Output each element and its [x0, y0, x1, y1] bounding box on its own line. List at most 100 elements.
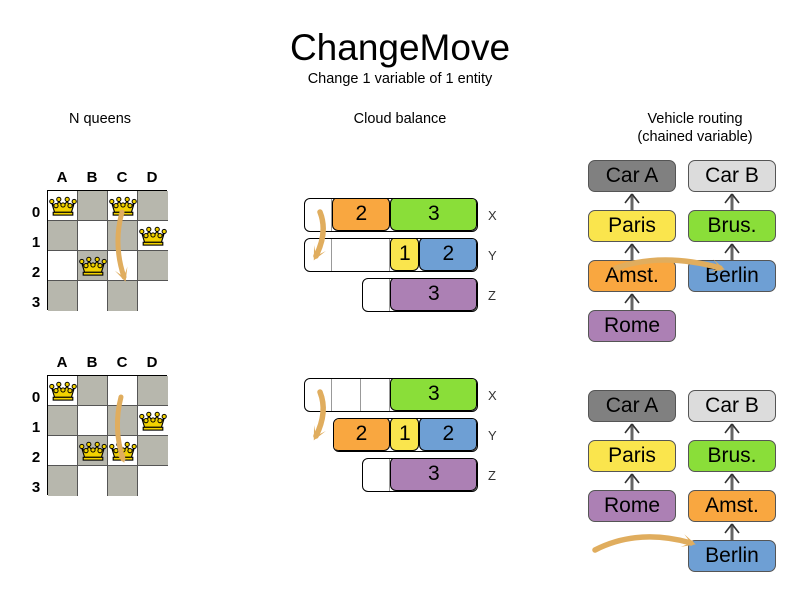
board-cell-A2[interactable]: [48, 251, 78, 281]
board-column-label-A: A: [56, 354, 68, 371]
board-cell-D2[interactable]: [138, 251, 168, 281]
board-cell-A0[interactable]: [48, 191, 78, 221]
section-title-vrp-line1: Vehicle routing: [647, 111, 743, 127]
cloud-free-space: [361, 379, 391, 411]
vrp-stop-node[interactable]: Amst.: [688, 490, 776, 522]
cloud-process-2[interactable]: 2: [419, 419, 477, 451]
cloud-computer-label-Y: Y: [488, 428, 497, 443]
board-row-label-0: 0: [31, 389, 41, 406]
board-column-label-A: A: [56, 169, 68, 186]
board-cell-A0[interactable]: [48, 376, 78, 406]
board-cell-D1[interactable]: [138, 406, 168, 436]
board-cell-C0[interactable]: [108, 376, 138, 406]
vrp-stop-node[interactable]: Rome: [588, 490, 676, 522]
cloud-computer-bar-Z[interactable]: 3: [362, 278, 478, 312]
vrp-stop-node[interactable]: Brus.: [688, 440, 776, 472]
board-cell-A2[interactable]: [48, 436, 78, 466]
cloud-computer-label-Z: Z: [488, 288, 496, 303]
board-cell-A3[interactable]: [48, 466, 78, 496]
board-row-label-2: 2: [31, 449, 41, 466]
board-cell-A1[interactable]: [48, 406, 78, 436]
board-row-label-1: 1: [31, 419, 41, 436]
page-title: ChangeMove: [289, 27, 511, 68]
cloud-computer-label-Y: Y: [488, 248, 497, 263]
cloud-free-space: [305, 379, 333, 411]
board-cell-D2[interactable]: [138, 436, 168, 466]
board-cell-B0[interactable]: [78, 376, 108, 406]
board-column-label-B: B: [86, 354, 98, 371]
cloud-process-3[interactable]: 3: [390, 459, 477, 491]
cloud-computer-label-Z: Z: [488, 468, 496, 483]
board-cell-C3[interactable]: [108, 466, 138, 496]
cloud-process-2[interactable]: 2: [334, 419, 391, 451]
board-row-label-3: 3: [31, 294, 41, 311]
board-cell-A1[interactable]: [48, 221, 78, 251]
board-cell-C3[interactable]: [108, 281, 138, 311]
board-grid[interactable]: [47, 375, 168, 496]
board-cell-D0[interactable]: [138, 376, 168, 406]
vrp-stop-node[interactable]: Rome: [588, 310, 676, 342]
board-column-label-C: C: [116, 169, 128, 186]
board-cell-B3[interactable]: [78, 281, 108, 311]
board-column-label-D: D: [146, 169, 158, 186]
vrp-stop-node[interactable]: Brus.: [688, 210, 776, 242]
board-cell-B3[interactable]: [78, 466, 108, 496]
cloud-computer-bar-X[interactable]: 3: [304, 378, 478, 412]
vrp-vehicle-node[interactable]: Car B: [688, 390, 776, 422]
cloud-free-space: [332, 239, 391, 271]
board-cell-C1[interactable]: [108, 221, 138, 251]
board-row-label-2: 2: [31, 264, 41, 281]
board-cell-B1[interactable]: [78, 221, 108, 251]
board-row-label-3: 3: [31, 479, 41, 496]
board-column-label-D: D: [146, 354, 158, 371]
board-row-label-0: 0: [31, 204, 41, 221]
vrp-stop-node[interactable]: Berlin: [688, 260, 776, 292]
vrp-vehicle-node[interactable]: Car A: [588, 390, 676, 422]
cloud-process-1[interactable]: 1: [390, 419, 420, 451]
vrp-vehicle-node[interactable]: Car A: [588, 160, 676, 192]
board-cell-D1[interactable]: [138, 221, 168, 251]
cloud-process-3[interactable]: 3: [390, 379, 477, 411]
board-cell-B2[interactable]: [78, 436, 108, 466]
board-cell-C2[interactable]: [108, 436, 138, 466]
vrp-stop-node[interactable]: Paris: [588, 440, 676, 472]
board-cell-A3[interactable]: [48, 281, 78, 311]
cloud-computer-label-X: X: [488, 208, 497, 223]
cloud-process-1[interactable]: 1: [390, 239, 420, 271]
page-subtitle: Change 1 variable of 1 entity: [307, 71, 493, 87]
board-cell-B1[interactable]: [78, 406, 108, 436]
board-cell-B0[interactable]: [78, 191, 108, 221]
board-cell-B2[interactable]: [78, 251, 108, 281]
board-cell-C2[interactable]: [108, 251, 138, 281]
board-cell-C1[interactable]: [108, 406, 138, 436]
section-title-cloud: Cloud balance: [353, 111, 447, 127]
cloud-computer-bar-Z[interactable]: 3: [362, 458, 478, 492]
cloud-process-2[interactable]: 2: [332, 199, 391, 231]
cloud-process-2[interactable]: 2: [419, 239, 477, 271]
cloud-process-3[interactable]: 3: [390, 199, 477, 231]
vrp-stop-node[interactable]: Amst.: [588, 260, 676, 292]
cloud-process-3[interactable]: 3: [390, 279, 477, 311]
vrp-vehicle-node[interactable]: Car B: [688, 160, 776, 192]
board-column-label-B: B: [86, 169, 98, 186]
vrp-stop-node[interactable]: Berlin: [688, 540, 776, 572]
board-cell-D0[interactable]: [138, 191, 168, 221]
board-cell-D3[interactable]: [138, 281, 168, 311]
board-grid[interactable]: [47, 190, 168, 311]
cloud-free-space: [305, 239, 333, 271]
cloud-computer-label-X: X: [488, 388, 497, 403]
cloud-free-space: [363, 459, 391, 491]
vrp-stop-node[interactable]: Paris: [588, 210, 676, 242]
board-cell-C0[interactable]: [108, 191, 138, 221]
board-cell-D3[interactable]: [138, 466, 168, 496]
